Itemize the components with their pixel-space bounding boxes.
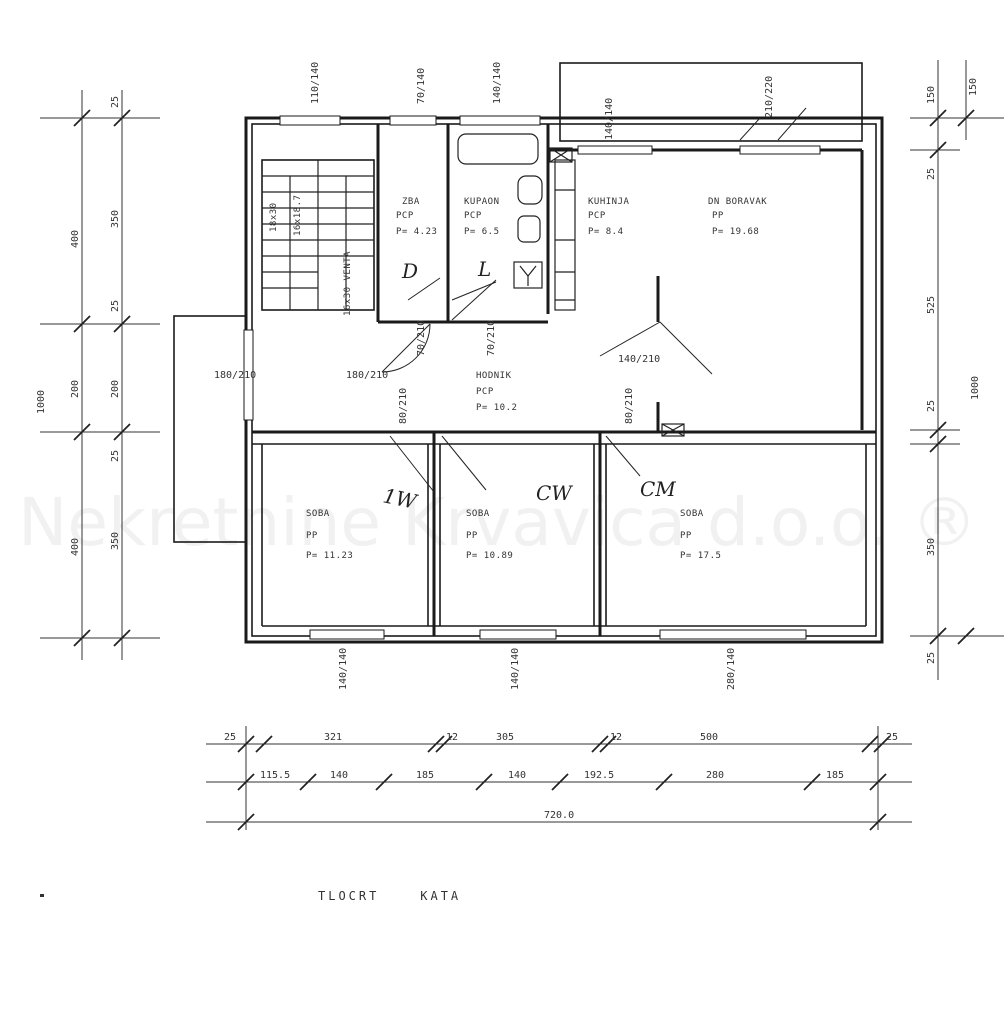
dim-right-inner-25b: 25 bbox=[926, 400, 937, 412]
svg-text:P= 17.5: P= 17.5 bbox=[680, 551, 721, 561]
dim-left-total: 1000 bbox=[36, 390, 47, 414]
room-label-kitchen: KUHINJA PCP P= 8.4 bbox=[588, 197, 630, 237]
room-label-wc: ZBA PCP P= 4.23 bbox=[396, 197, 437, 237]
windows bbox=[243, 115, 821, 640]
dim-right-balcony: 150 bbox=[968, 78, 979, 96]
svg-text:P= 19.68: P= 19.68 bbox=[712, 227, 759, 237]
dim-bottom-25a: 25 bbox=[224, 732, 236, 743]
stair-label-c: 16x30 VENTA bbox=[343, 251, 353, 316]
dim-right-inner-25a: 25 bbox=[926, 168, 937, 180]
svg-text:PCP: PCP bbox=[396, 211, 414, 221]
svg-text:KUPAON: KUPAON bbox=[464, 197, 500, 207]
svg-text:P= 8.4: P= 8.4 bbox=[588, 227, 624, 237]
dim-bottom-185b: 185 bbox=[826, 770, 844, 781]
staircase bbox=[261, 159, 375, 311]
svg-text:SOBA: SOBA bbox=[306, 509, 330, 519]
door-dim-living: 140/210 bbox=[618, 354, 660, 365]
svg-text:KUHINJA: KUHINJA bbox=[588, 197, 630, 207]
stair-label-b: 16x18.7 bbox=[293, 195, 303, 236]
dim-bottom-321: 321 bbox=[324, 732, 342, 743]
stray-mark bbox=[40, 894, 44, 897]
dim-bottom-280: 280 bbox=[706, 770, 724, 781]
dim-left-inner-350a: 350 bbox=[110, 210, 121, 228]
dim-bottom-140b: 140 bbox=[508, 770, 526, 781]
dim-bottom-25b: 25 bbox=[886, 732, 898, 743]
dim-right-inner-25c: 25 bbox=[926, 652, 937, 664]
window-dim-wc: 70/140 bbox=[416, 68, 427, 104]
room-label-living-room: DN BORAVAK PP P= 19.68 bbox=[708, 197, 767, 237]
room-label-bedroom-1: SOBA PP P= 11.23 bbox=[306, 509, 353, 561]
dim-right-inner-350: 350 bbox=[926, 538, 937, 556]
dim-bottom-500: 500 bbox=[700, 732, 718, 743]
room-label-hallway: HODNIK PCP P= 10.2 bbox=[476, 371, 517, 413]
door-dim-terrace: 180/210 bbox=[214, 370, 256, 381]
dim-bottom-12a: 12 bbox=[446, 732, 458, 743]
dim-left-inner-25a: 25 bbox=[110, 96, 121, 108]
svg-text:PCP: PCP bbox=[464, 211, 482, 221]
dim-bottom-total: 720.0 bbox=[544, 810, 574, 821]
window-dim-bed1: 140/140 bbox=[338, 648, 349, 690]
svg-text:P= 4.23: P= 4.23 bbox=[396, 227, 437, 237]
dim-bottom-185a: 185 bbox=[416, 770, 434, 781]
door-dim-bedroom1: 80/210 bbox=[398, 388, 409, 424]
bottom-dimension-lines bbox=[206, 726, 912, 831]
svg-text:PCP: PCP bbox=[476, 387, 494, 397]
door-dim-wc: 70/210 bbox=[416, 320, 427, 356]
svg-text:PP: PP bbox=[466, 531, 478, 541]
right-dimension-lines bbox=[910, 60, 1004, 680]
window-dim-bed2: 140/140 bbox=[510, 648, 521, 690]
window-dim-bed3: 280/140 bbox=[726, 648, 737, 690]
plan-title: TLOCRT KATA bbox=[318, 889, 461, 903]
dim-left-200: 200 bbox=[70, 380, 81, 398]
dim-bottom-192: 192.5 bbox=[584, 770, 614, 781]
window-dim-stair: 110/140 bbox=[310, 62, 321, 104]
svg-text:DN BORAVAK: DN BORAVAK bbox=[708, 197, 767, 207]
svg-text:SOBA: SOBA bbox=[466, 509, 490, 519]
dim-left-inner-350b: 350 bbox=[110, 532, 121, 550]
svg-text:ZBA: ZBA bbox=[402, 197, 420, 207]
svg-text:P= 10.89: P= 10.89 bbox=[466, 551, 513, 561]
dim-bottom-115: 115.5 bbox=[260, 770, 290, 781]
dim-left-inner-25c: 25 bbox=[110, 450, 121, 462]
watermark-text: Nekretnine Krvavica d.o.o. ® bbox=[18, 484, 977, 561]
svg-text:HODNIK: HODNIK bbox=[476, 371, 512, 381]
stair-label-a: 18x30 bbox=[269, 202, 279, 232]
room-label-bathroom: KUPAON PCP P= 6.5 bbox=[464, 197, 500, 237]
door-dim-bedroom3: 80/210 bbox=[624, 388, 635, 424]
dim-right-total: 1000 bbox=[970, 376, 981, 400]
dim-left-inner-200: 200 bbox=[110, 380, 121, 398]
dim-bottom-140a: 140 bbox=[330, 770, 348, 781]
dim-bottom-305: 305 bbox=[496, 732, 514, 743]
svg-text:P= 10.2: P= 10.2 bbox=[476, 403, 517, 413]
dim-right-150: 150 bbox=[926, 86, 937, 104]
window-dim-bath: 140/140 bbox=[492, 62, 503, 104]
dim-bottom-12b: 12 bbox=[610, 732, 622, 743]
fixtures bbox=[457, 133, 685, 437]
door-dim-hall: 180/210 bbox=[346, 370, 388, 381]
svg-text:P= 11.23: P= 11.23 bbox=[306, 551, 353, 561]
handwritten-mark-cw: CW bbox=[536, 481, 573, 505]
room-label-bedroom-3: SOBA PP P= 17.5 bbox=[680, 509, 721, 561]
window-dim-kitchen: 140/140 bbox=[604, 98, 615, 140]
window-dim-living: 210/220 bbox=[764, 76, 775, 118]
left-dimension-lines bbox=[40, 90, 160, 660]
handwritten-mark-d: D bbox=[401, 259, 418, 283]
handwritten-mark-cm: CM bbox=[640, 477, 676, 501]
room-label-bedroom-2: SOBA PP P= 10.89 bbox=[466, 509, 513, 561]
dim-left-400a: 400 bbox=[70, 230, 81, 248]
dim-left-400b: 400 bbox=[70, 538, 81, 556]
svg-text:SOBA: SOBA bbox=[680, 509, 704, 519]
svg-text:P= 6.5: P= 6.5 bbox=[464, 227, 500, 237]
svg-text:PCP: PCP bbox=[588, 211, 606, 221]
dim-right-inner-525: 525 bbox=[926, 296, 937, 314]
handwritten-mark-l: L bbox=[477, 257, 491, 281]
door-swings bbox=[381, 107, 807, 493]
svg-text:PP: PP bbox=[712, 211, 724, 221]
svg-text:PP: PP bbox=[680, 531, 692, 541]
svg-text:PP: PP bbox=[306, 531, 318, 541]
door-dim-bath: 70/210 bbox=[486, 320, 497, 356]
dim-left-inner-25b: 25 bbox=[110, 300, 121, 312]
